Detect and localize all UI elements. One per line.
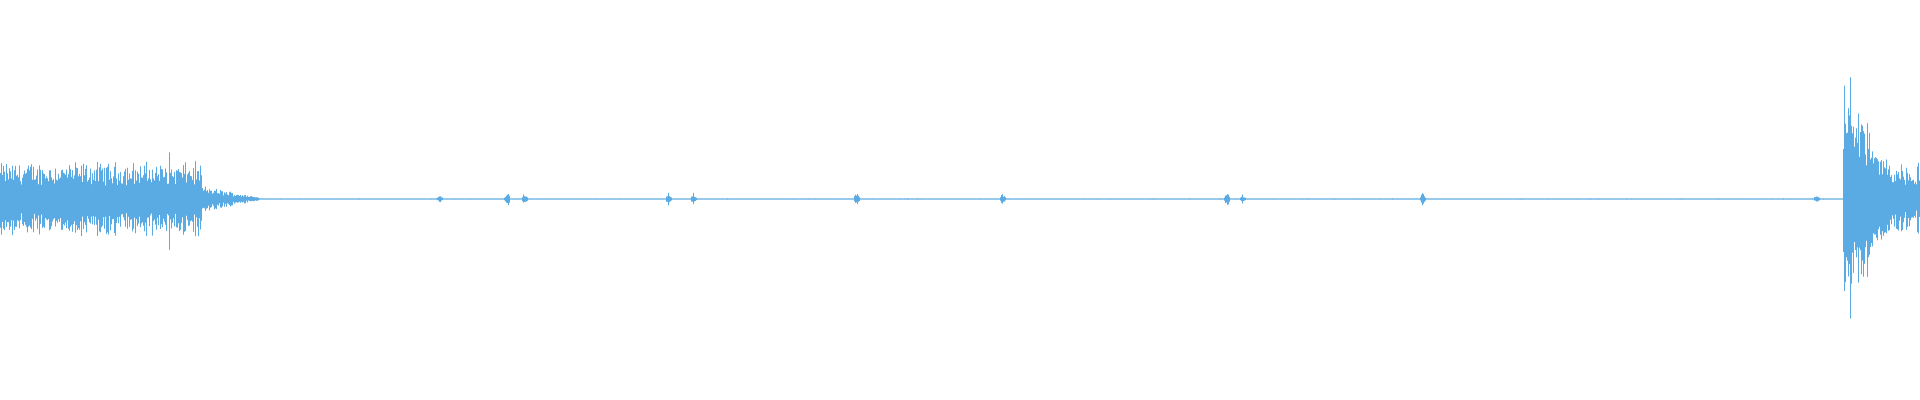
waveform-path <box>0 77 1920 319</box>
waveform-samples <box>0 77 1920 319</box>
